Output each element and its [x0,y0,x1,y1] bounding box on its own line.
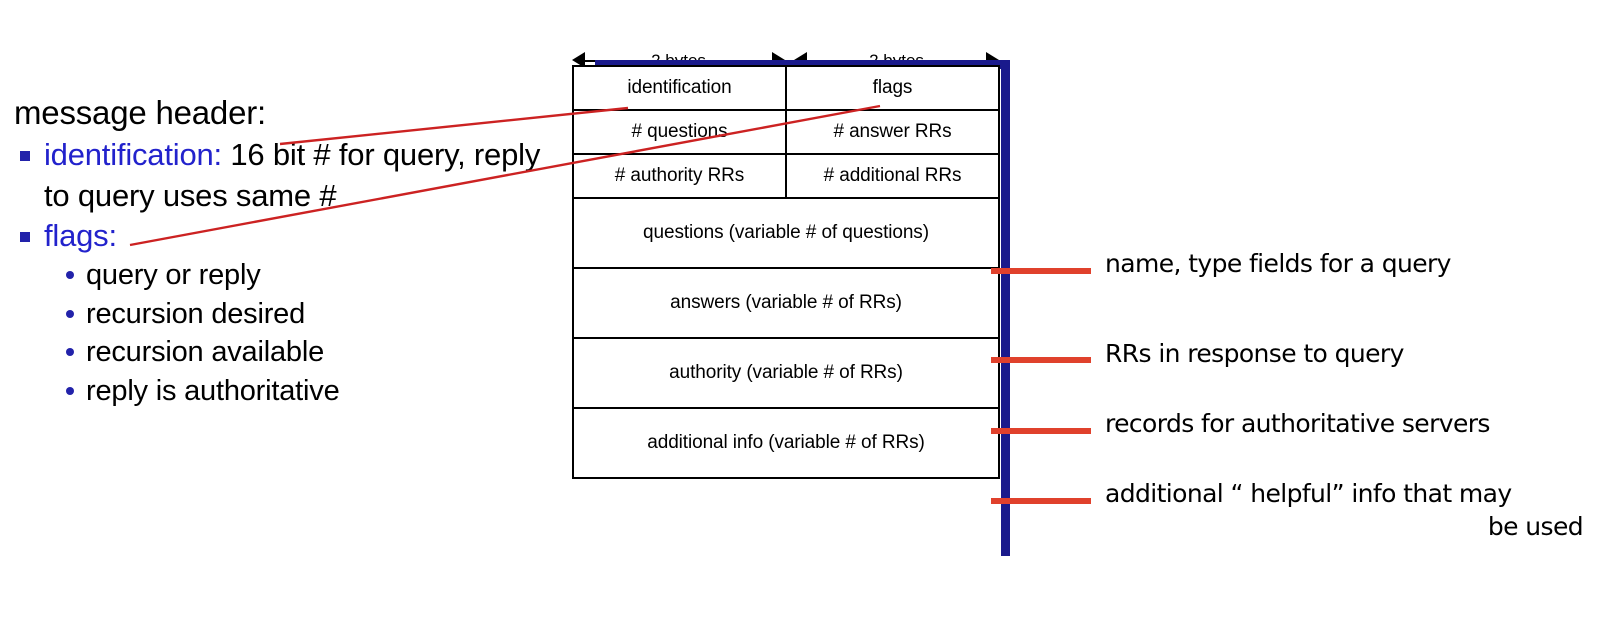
diagram-shadow-top [595,60,1010,69]
page-title: message header: [14,94,266,131]
left-text-panel: message header: identification: 16 bit #… [14,92,554,410]
list-item-identification: identification: 16 bit # for query, repl… [14,135,554,216]
field-questions-section: questions (variable # of questions) [572,197,1000,269]
table-row: authority (variable # of RRs) [572,337,1000,409]
table-row: additional info (variable # of RRs) [572,407,1000,479]
list-item-flags: flags: query or reply recursion desired … [14,216,554,411]
field-num-questions: # questions [572,109,787,155]
square-bullet-icon [20,231,30,242]
field-additional-info-section: additional info (variable # of RRs) [572,407,1000,479]
diagram-shadow-right [1001,60,1010,556]
sub-bullet-label: reply is authoritative [86,374,340,407]
square-bullet-icon [20,151,30,162]
dns-header-table: identification flags # questions # answe… [572,65,1000,479]
list-item-query-or-reply: query or reply [44,256,554,295]
dot-bullet-icon [66,348,74,357]
annotation-authority: records for authoritative servers [1105,409,1490,438]
sub-bullet-label: recursion available [86,336,324,369]
sub-bullet-label: recursion desired [86,297,306,330]
field-num-additional-rrs: # additional RRs [785,153,1000,199]
annotation-additional-info-line2: be used [1487,512,1584,541]
connector-line-answers [991,357,1091,363]
bullet-keyword-flags: flags: [44,217,117,253]
field-answers-section: answers (variable # of RRs) [572,267,1000,339]
annotation-questions: name, type fields for a query [1105,249,1451,278]
annotation-answers: RRs in response to query [1105,339,1404,368]
connector-line-additional-info [991,498,1091,504]
connector-line-questions [991,268,1091,274]
field-identification: identification [572,65,787,111]
arrow-left-icon [572,52,585,68]
table-row: # authority RRs # additional RRs [572,153,1000,199]
dot-bullet-icon [66,386,74,395]
field-authority-section: authority (variable # of RRs) [572,337,1000,409]
annotation-additional-info-line1: additional “ helpful” info that may [1105,479,1512,508]
field-num-answer-rrs: # answer RRs [785,109,1000,155]
bullet-keyword-identification: identification: [44,137,222,173]
table-row: # questions # answer RRs [572,109,1000,155]
bullet-list-level1: identification: 16 bit # for query, repl… [14,135,554,410]
field-num-authority-rrs: # authority RRs [572,153,787,199]
sub-bullet-label: query or reply [86,259,261,292]
list-item-reply-is-authoritative: reply is authoritative [44,372,554,411]
dot-bullet-icon [66,309,74,318]
list-item-recursion-available: recursion available [44,333,554,372]
table-row: identification flags [572,65,1000,111]
table-row: answers (variable # of RRs) [572,267,1000,339]
connector-line-authority [991,428,1091,434]
field-flags: flags [785,65,1000,111]
bullet-list-level2: query or reply recursion desired recursi… [44,256,554,410]
dns-message-format-diagram: 2 bytes 2 bytes identification flags # q… [572,20,1022,580]
dot-bullet-icon [66,271,74,280]
table-row: questions (variable # of questions) [572,197,1000,269]
list-item-recursion-desired: recursion desired [44,295,554,334]
